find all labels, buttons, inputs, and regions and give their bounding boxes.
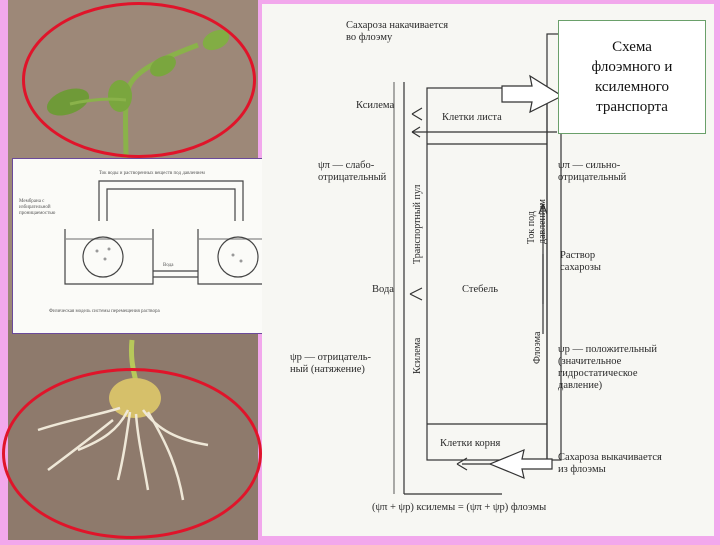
phloem-side-label: Флоэма (532, 331, 543, 364)
inset-left-label: Мембрана с избирательной проницаемостью (19, 199, 56, 216)
sucrose-solution-label: Раствор сахарозы (560, 250, 601, 273)
diagram-title: Схема флоэмного и ксилемного транспорта (591, 39, 673, 115)
sucrose-loaded-label: Сахароза накачивается во флоэму (346, 20, 449, 43)
leaf-cells-label: Клетки листа (442, 112, 502, 123)
inset-water-label: Вода (163, 263, 174, 268)
root-cells-label: Клетки корня (440, 438, 501, 449)
psi-pi-strong-label: ψπ — сильно- отрицательный (558, 160, 627, 183)
transport-diagram (393, 33, 564, 495)
inset-bottom-label: Физическая модель системы перемещения ра… (49, 309, 160, 314)
psi-pi-weak-label: ψπ — слабо- отрицательный (318, 160, 387, 183)
psi-p-positive-label: ψp — положительный (значительное гидрост… (558, 344, 657, 391)
transport-pool-label: Транспортный пул (412, 184, 423, 264)
psi-p-negative-label: ψp — отрицатель- ный (натяжение) (290, 352, 372, 375)
xylem-top-label: Ксилема (356, 100, 395, 111)
stem-label: Стебель (462, 284, 499, 295)
equation-label: (ψπ + ψp) ксилемы = (ψπ + ψp) флоэмы (372, 502, 547, 513)
pressure-flow-label: Ток под давлением (526, 198, 548, 244)
top-ellipse-highlight (22, 2, 256, 158)
inset-top-label: Ток воды и растворенных веществ под давл… (99, 171, 205, 176)
title-box: Схема флоэмного и ксилемного транспорта (558, 20, 706, 134)
xylem-side-label: Ксилема (412, 337, 423, 374)
sucrose-unloaded-label: Сахароза выкачивается из флоэмы (558, 452, 662, 475)
water-label: Вода (372, 284, 394, 295)
bottom-ellipse-highlight (2, 368, 262, 539)
